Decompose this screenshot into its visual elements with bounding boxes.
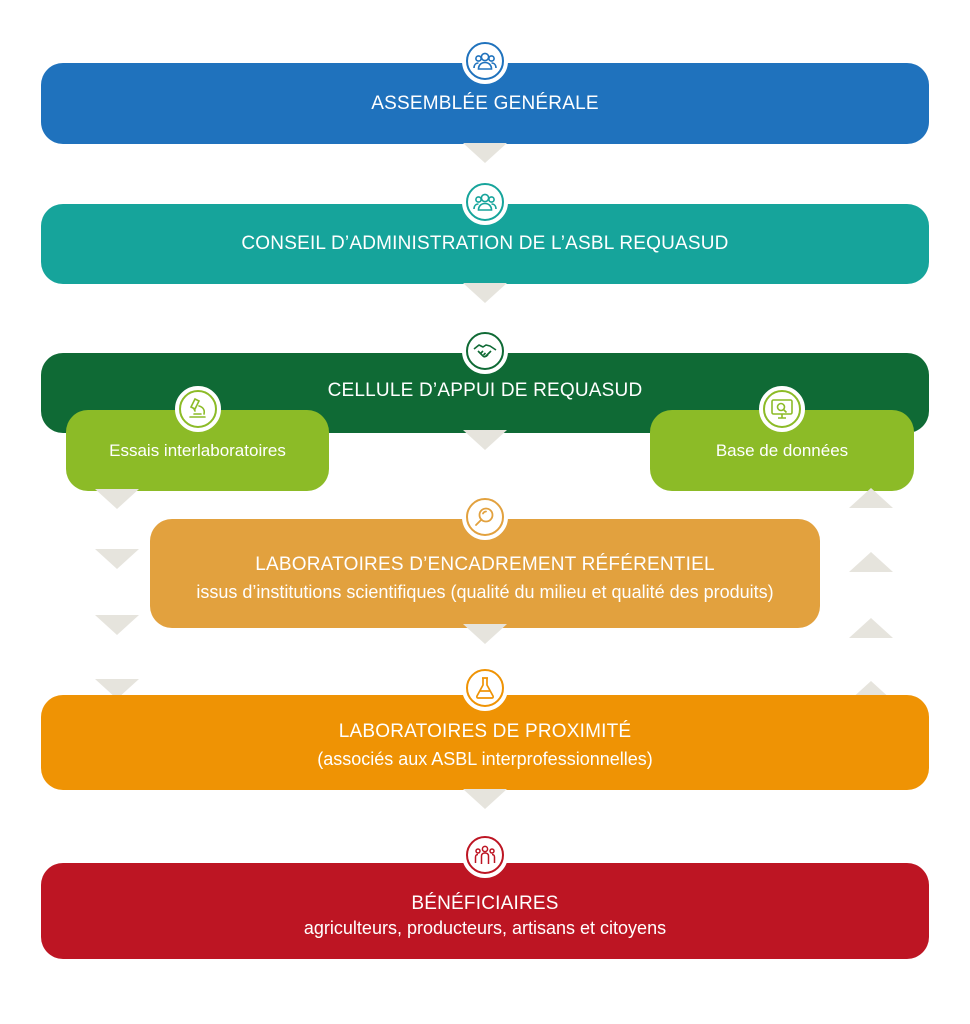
essais-interlaboratoires-box: Essais interlaboratoires bbox=[66, 410, 329, 491]
assemblee-generale-title: ASSEMBLÉE GENÉRALE bbox=[371, 92, 599, 114]
arrow-up-right bbox=[849, 552, 893, 572]
arrow-down bbox=[463, 143, 507, 163]
laboratoires-proximite-title: LABORATOIRES DE PROXIMITÉ bbox=[338, 721, 632, 742]
laboratoires-encadrement-box: LABORATOIRES D’ENCADREMENT RÉFÉRENTIEL i… bbox=[150, 519, 820, 628]
handshake-icon bbox=[462, 328, 508, 374]
base-donnees-title: Base de données bbox=[715, 440, 849, 460]
flask-icon bbox=[462, 665, 508, 711]
beneficiaires-subtitle: agriculteurs, producteurs, artisans et c… bbox=[303, 918, 667, 938]
arrow-down-left bbox=[95, 615, 139, 635]
people-icon bbox=[462, 832, 508, 878]
arrow-down bbox=[463, 430, 507, 450]
magnifier-icon bbox=[462, 494, 508, 540]
arrow-down-left bbox=[95, 679, 139, 699]
arrow-down bbox=[463, 624, 507, 644]
group-icon bbox=[462, 38, 508, 84]
arrow-down-left bbox=[95, 489, 139, 509]
cellule-appui-title: CELLULE D’APPUI DE REQUASUD bbox=[327, 380, 643, 401]
laboratoires-encadrement-title: LABORATOIRES D’ENCADREMENT RÉFÉRENTIEL bbox=[255, 554, 715, 575]
conseil-administration-title: CONSEIL D’ADMINISTRATION DE L’ASBL REQUA… bbox=[241, 233, 729, 254]
laboratoires-encadrement-subtitle: issus d’institutions scientifiques (qual… bbox=[196, 582, 774, 602]
arrow-up-right bbox=[849, 618, 893, 638]
essais-interlaboratoires-title: Essais interlaboratoires bbox=[109, 440, 286, 460]
database-screen-icon bbox=[759, 386, 805, 432]
microscope-icon bbox=[175, 386, 221, 432]
laboratoires-proximite-subtitle: (associés aux ASBL interprofessionnelles… bbox=[317, 749, 653, 769]
arrow-up-right bbox=[849, 488, 893, 508]
beneficiaires-box: BÉNÉFICIAIRES agriculteurs, producteurs,… bbox=[41, 863, 929, 959]
arrow-down bbox=[463, 283, 507, 303]
arrow-down-left bbox=[95, 549, 139, 569]
arrow-down bbox=[463, 789, 507, 809]
base-donnees-box: Base de données bbox=[650, 410, 914, 491]
beneficiaires-title: BÉNÉFICIAIRES bbox=[411, 893, 559, 914]
group-icon bbox=[462, 179, 508, 225]
